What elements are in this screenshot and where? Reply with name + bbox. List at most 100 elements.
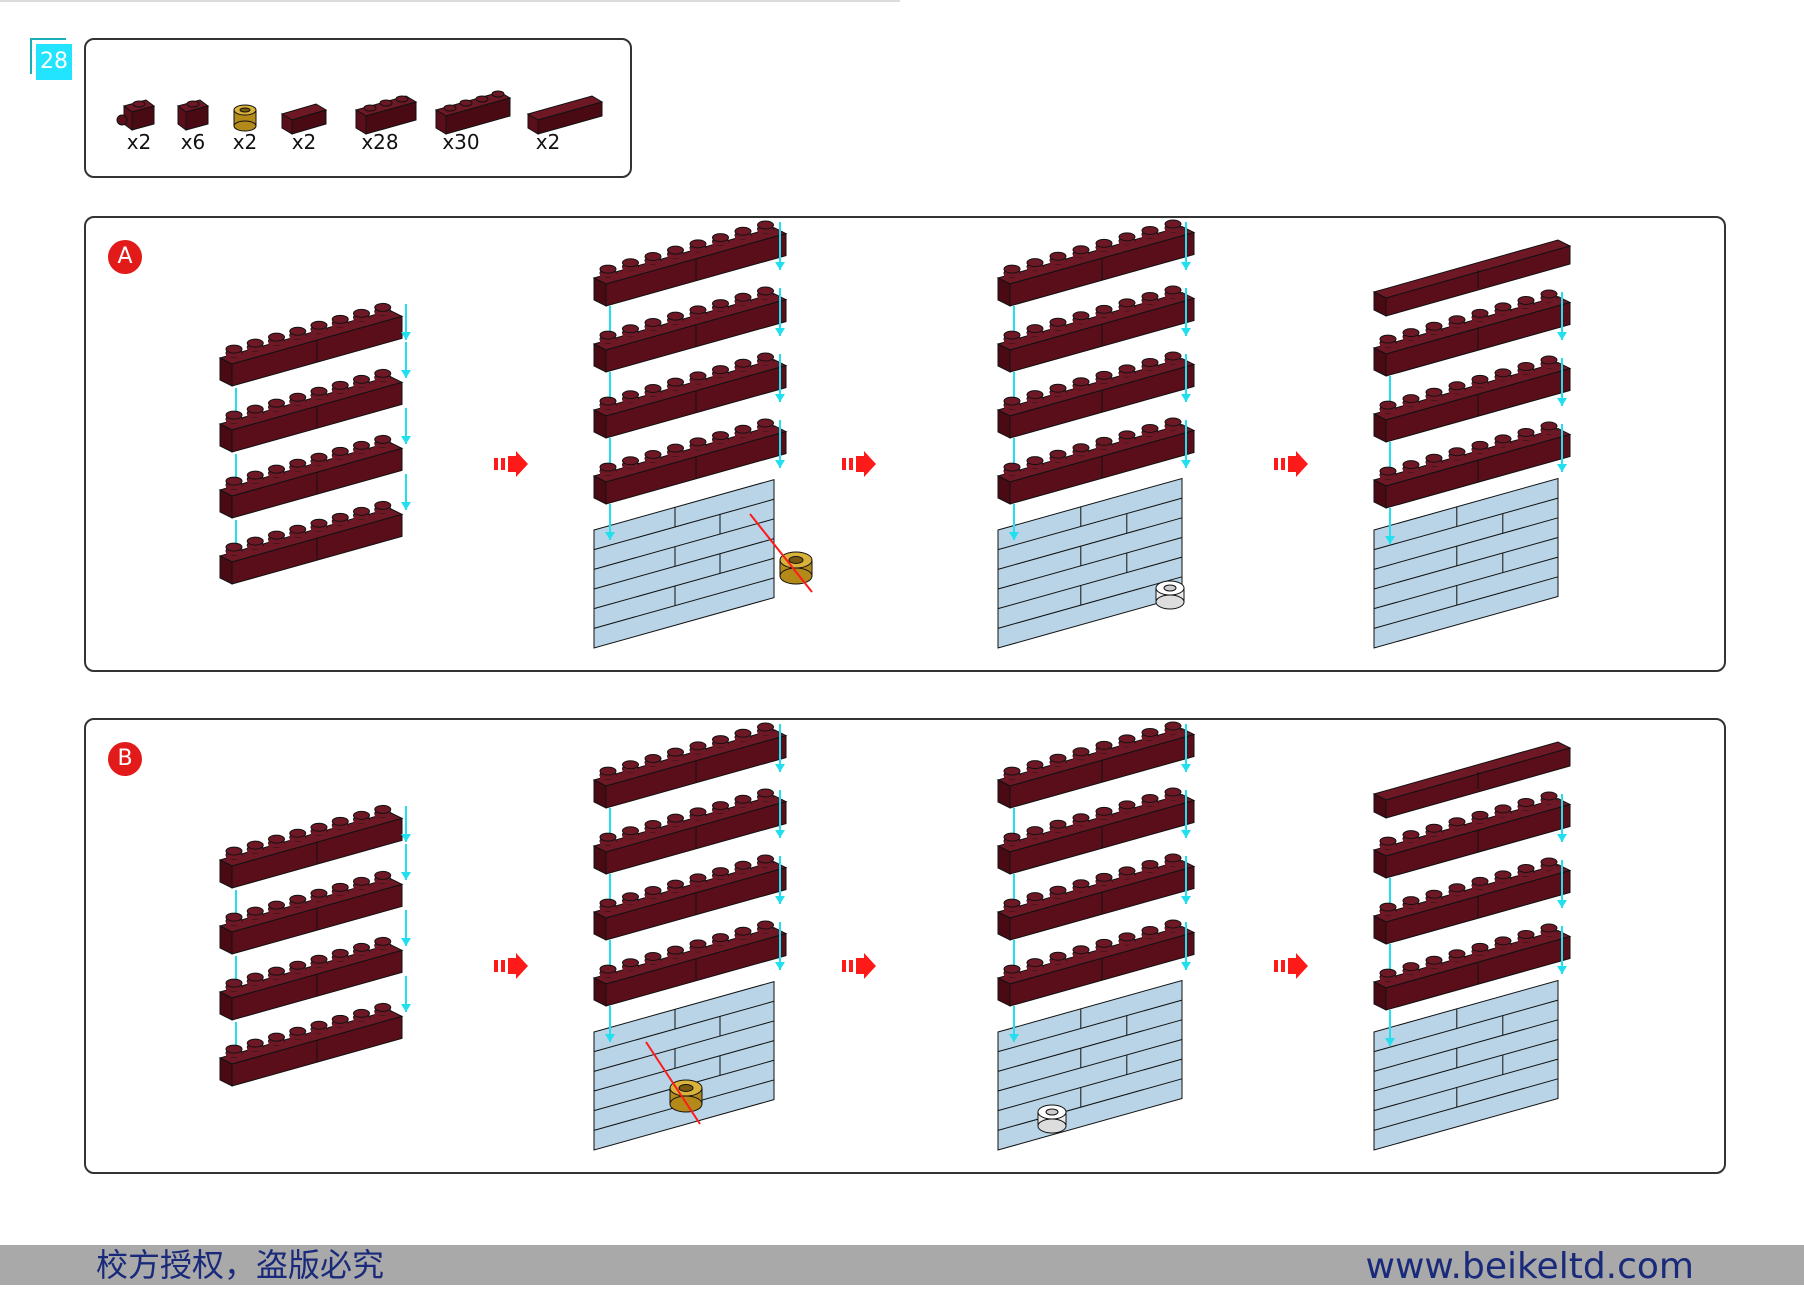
guide-arrow bbox=[1385, 508, 1395, 544]
brick-row bbox=[592, 854, 788, 941]
stage-2 bbox=[592, 220, 813, 649]
guide-arrow bbox=[401, 342, 411, 378]
assembly-illustration bbox=[218, 721, 1572, 1151]
brick-row bbox=[592, 418, 788, 505]
brick-row bbox=[592, 920, 788, 1007]
brick-row bbox=[1372, 857, 1572, 945]
assembly-illustration bbox=[218, 219, 1572, 649]
part-qty: x30 bbox=[442, 130, 480, 154]
brick-row bbox=[996, 417, 1196, 505]
guide-arrow bbox=[775, 354, 785, 402]
guide-arrow bbox=[401, 976, 411, 1012]
brick-row bbox=[996, 285, 1196, 373]
brick-row bbox=[996, 721, 1196, 809]
tile-row bbox=[1372, 239, 1572, 317]
next-step-arrow bbox=[494, 451, 528, 477]
guide-arrow bbox=[1181, 790, 1191, 838]
brick-row bbox=[218, 302, 404, 387]
copyright-notice: 校方授权，盗版必究 bbox=[96, 1246, 385, 1284]
guide-arrow bbox=[401, 910, 411, 946]
wall-section bbox=[1373, 979, 1559, 1151]
website-url[interactable]: www.beikeltd.com bbox=[1365, 1246, 1694, 1287]
brick-row bbox=[1372, 289, 1572, 377]
brick-row bbox=[1372, 923, 1572, 1011]
round-tile-gold-icon bbox=[233, 104, 257, 132]
guide-arrow bbox=[775, 420, 785, 468]
wall-section bbox=[593, 980, 775, 1151]
parts-list: x2 x6 x2 x2 x28 x30 x2 bbox=[84, 38, 632, 178]
next-step-arrow bbox=[1274, 953, 1308, 979]
part-qty: x2 bbox=[126, 130, 152, 154]
parts-icons bbox=[116, 90, 604, 135]
guide-arrow bbox=[605, 1006, 615, 1042]
brick-row bbox=[218, 368, 404, 453]
stage-3 bbox=[996, 721, 1196, 1151]
guide-arrow bbox=[1557, 794, 1567, 842]
guide-arrow bbox=[1181, 354, 1191, 402]
brick-row bbox=[592, 788, 788, 875]
tile-row bbox=[1372, 741, 1572, 819]
round-tile-placed bbox=[1155, 580, 1185, 610]
brick-row bbox=[218, 1002, 404, 1087]
stage-1 bbox=[218, 302, 411, 585]
step-badge: B bbox=[108, 742, 142, 776]
top-rule bbox=[0, 0, 900, 2]
insert-arrow bbox=[749, 513, 813, 593]
stage-4 bbox=[1372, 741, 1572, 1151]
guide-arrow bbox=[1181, 222, 1191, 270]
step-panel-b: B bbox=[84, 718, 1726, 1174]
guide-arrow bbox=[775, 790, 785, 838]
guide-arrow bbox=[1181, 420, 1191, 468]
footer-bar: 校方授权，盗版必究 www.beikeltd.com bbox=[0, 1245, 1804, 1287]
part-qty: x6 bbox=[180, 130, 206, 154]
guide-arrow bbox=[605, 504, 615, 540]
brick-1x3-icon bbox=[354, 95, 418, 135]
next-step-arrow bbox=[494, 953, 528, 979]
part-qty: x28 bbox=[361, 130, 399, 154]
brick-row bbox=[996, 919, 1196, 1007]
round-tile-placed bbox=[1037, 1104, 1067, 1134]
guide-arrow bbox=[775, 288, 785, 336]
brick-row bbox=[592, 286, 788, 373]
next-step-arrow bbox=[1274, 451, 1308, 477]
page-number: 28 bbox=[36, 44, 72, 80]
next-step-arrow bbox=[842, 953, 876, 979]
brick-row bbox=[218, 936, 404, 1021]
next-step-arrow bbox=[842, 451, 876, 477]
part-qty: x2 bbox=[232, 130, 258, 154]
guide-arrow bbox=[1557, 358, 1567, 406]
part-qty: x2 bbox=[291, 130, 317, 154]
wall-section bbox=[997, 979, 1183, 1151]
guide-arrow bbox=[401, 474, 411, 510]
guide-arrow bbox=[1181, 288, 1191, 336]
guide-arrow bbox=[1181, 724, 1191, 772]
guide-arrow bbox=[401, 408, 411, 444]
brick-1x1-icon bbox=[176, 99, 210, 131]
guide-arrow bbox=[401, 806, 411, 842]
brick-row bbox=[1372, 421, 1572, 509]
stage-1 bbox=[218, 804, 411, 1087]
brick-row bbox=[996, 787, 1196, 875]
wall-section bbox=[997, 477, 1183, 649]
guide-arrow bbox=[401, 304, 411, 340]
guide-arrow bbox=[401, 844, 411, 880]
brick-1x4-icon bbox=[434, 90, 512, 135]
guide-arrow bbox=[1009, 504, 1019, 540]
brick-row bbox=[218, 434, 404, 519]
tile-1x4-icon bbox=[526, 95, 604, 135]
brick-row bbox=[996, 853, 1196, 941]
wall-section bbox=[1373, 477, 1559, 649]
brick-1x1-side-stud-icon bbox=[116, 99, 156, 131]
wall-section bbox=[593, 478, 775, 649]
guide-arrow bbox=[775, 222, 785, 270]
brick-row bbox=[1372, 791, 1572, 879]
guide-arrow bbox=[1009, 1006, 1019, 1042]
insert-arrow bbox=[645, 1041, 701, 1125]
guide-arrow bbox=[1557, 292, 1567, 340]
brick-row bbox=[218, 870, 404, 955]
part-qty: x2 bbox=[535, 130, 561, 154]
stage-4 bbox=[1372, 239, 1572, 649]
brick-row bbox=[1372, 355, 1572, 443]
guide-arrow bbox=[1181, 856, 1191, 904]
brick-row bbox=[218, 804, 404, 889]
